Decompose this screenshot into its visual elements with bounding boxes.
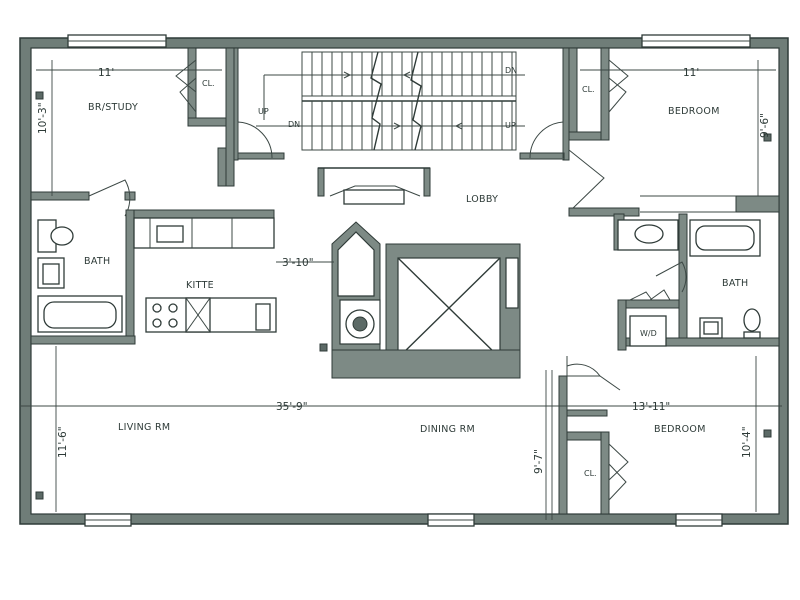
- lobby-vestibule: [317, 167, 431, 205]
- staircase: [231, 47, 570, 161]
- bedroom-top-width-dim: 11': [683, 67, 699, 79]
- br-study-width-dim: 11': [98, 67, 114, 79]
- bath-right-label: BATH: [722, 278, 748, 289]
- stair-up-label-left: UP: [258, 107, 269, 116]
- bedroom-top-room: [568, 47, 780, 217]
- corridor-dim: 3'-10": [282, 257, 314, 269]
- br-study-room: [30, 47, 235, 217]
- lobby-label: LOBBY: [466, 194, 498, 205]
- bedroom-top-label: BEDROOM: [668, 106, 720, 117]
- bedroom-bottom-depth-dim: 10'-4": [741, 426, 753, 458]
- stair-dn-label-right: DN: [505, 66, 517, 75]
- bath-left-room: [30, 209, 136, 345]
- kitchen-room: [133, 209, 277, 333]
- elevator-core: [331, 221, 521, 379]
- bath-right-room: [613, 213, 780, 351]
- bedroom-top-depth-dim: 9'-6": [759, 113, 771, 138]
- dining-room-label: DINING RM: [420, 424, 475, 435]
- br-study-depth-dim: 10'-3": [37, 102, 49, 134]
- living-depth-dim: 11'-6": [57, 426, 69, 458]
- wall-markers: [35, 91, 772, 500]
- bedroom-bottom-width-dim: 13'-11": [632, 401, 670, 413]
- kitchen-label: KITTE: [186, 280, 214, 291]
- dimension-lines: [20, 60, 782, 520]
- closet-depth-dim: 9'-7": [533, 449, 545, 474]
- stair-doors: [237, 121, 564, 159]
- closet-bottom-label: CL.: [584, 469, 597, 478]
- stair-dn-label-left: DN: [288, 120, 300, 129]
- windows: [67, 34, 751, 527]
- living-room-label: LIVING RM: [118, 422, 170, 433]
- bath-left-label: BATH: [84, 256, 110, 267]
- closet-top-left-label: CL.: [202, 79, 215, 88]
- wd-label: W/D: [640, 329, 657, 338]
- closet-top-right-label: CL.: [582, 85, 595, 94]
- bedroom-bottom-label: BEDROOM: [654, 424, 706, 435]
- stair-up-label-right: UP: [505, 121, 516, 130]
- br-study-label: BR/STUDY: [88, 102, 138, 113]
- living-width-dim: 35'-9": [276, 401, 308, 413]
- bedroom-bottom-room: [558, 356, 629, 515]
